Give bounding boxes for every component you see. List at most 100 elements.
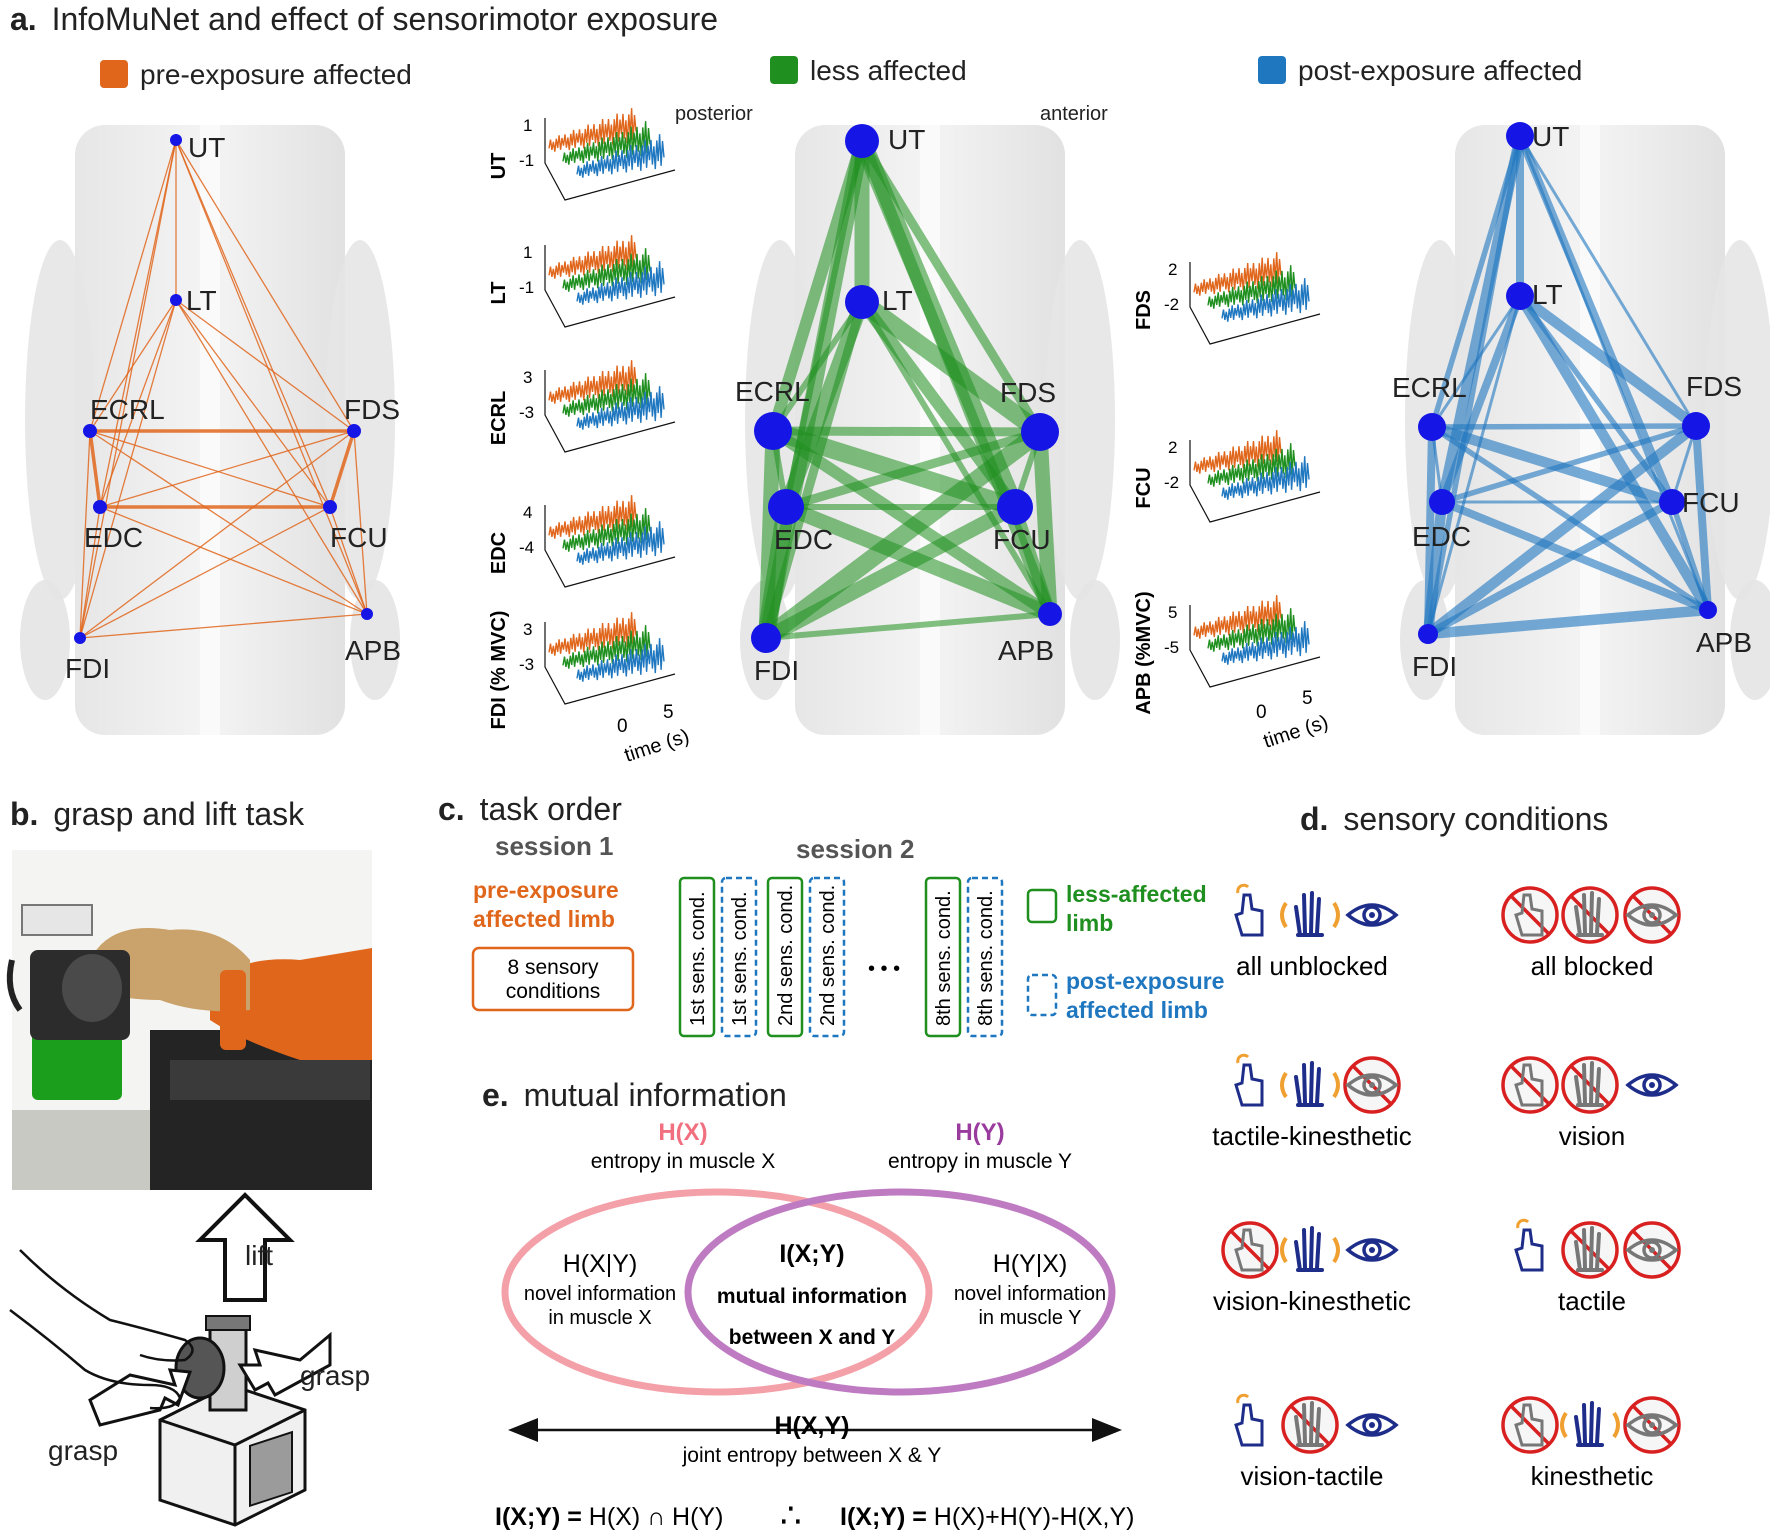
- edge-FDS-FDI: [757, 423, 1049, 647]
- node-label-APB: APB: [345, 635, 401, 666]
- signal-tick-top: 1: [523, 243, 532, 262]
- kinesthetic-blocked-icon: [1561, 886, 1619, 944]
- edge-UT-APB: [1518, 134, 1710, 612]
- edge-LT-FCU: [175, 299, 331, 508]
- edge-EDC-FDI: [1422, 496, 1448, 640]
- condition-label-3: vision: [1559, 1121, 1625, 1151]
- joint-entropy-arrow: [508, 1418, 1122, 1442]
- signal-plot-right-2: APB (%MVC)5-5: [1133, 591, 1321, 715]
- hand-right: [1730, 580, 1770, 700]
- hand-glyph: [1294, 891, 1324, 937]
- ellipsis: • • •: [868, 958, 900, 980]
- condition-box-label-3: 2nd sens. cond.: [817, 885, 839, 1026]
- node-APB: [361, 608, 373, 620]
- motion-arc-left: [1280, 1071, 1288, 1099]
- signal-trace: [1193, 430, 1282, 474]
- signal-trace: [576, 134, 665, 178]
- node-ECRL: [83, 424, 97, 438]
- signal-trace: [562, 508, 651, 552]
- signal-muscle-label: FDS: [1133, 290, 1155, 330]
- signal-trace: [562, 373, 651, 417]
- eye-center: [1649, 1247, 1655, 1253]
- edge-LT-FDI: [1426, 294, 1522, 636]
- condition-box-label-0: 1st sens. cond.: [687, 891, 709, 1026]
- novel-y-2: in muscle Y: [978, 1307, 1081, 1329]
- edge-FDI-APB: [79, 613, 368, 639]
- edge-FDS-EDC: [1439, 423, 1699, 505]
- node-UT: [1506, 122, 1534, 150]
- session-2-label: session 2: [796, 834, 915, 864]
- panel-c-letter: c.: [438, 791, 465, 827]
- node-FDS: [347, 424, 361, 438]
- eye-outline: [1345, 903, 1399, 927]
- eye-center: [1369, 1082, 1375, 1088]
- svg-text:c. task order: c. task order: [438, 791, 622, 827]
- condition-box-label-1: 1st sens. cond.: [729, 891, 751, 1026]
- eye-pupil: [1362, 1240, 1382, 1260]
- eye-outline: [1625, 1238, 1679, 1262]
- signal-tick-top: 5: [1168, 603, 1177, 622]
- signal-muscle-label: UT: [488, 153, 510, 180]
- sensory-conditions-box: [471, 946, 635, 1012]
- touch-blocked-icon: [1221, 1221, 1279, 1279]
- touch-icon: [1234, 1053, 1264, 1107]
- hand-glyph: [1234, 893, 1264, 937]
- kinesthetic-icon: [1280, 1226, 1340, 1272]
- motion-arc-left: [1280, 901, 1288, 929]
- signal-trace: [562, 121, 651, 165]
- eye-center: [1649, 1082, 1655, 1088]
- condition-box-label-2: 2nd sens. cond.: [775, 885, 797, 1026]
- hand-glyph: [1514, 1403, 1544, 1447]
- node-FCU: [997, 489, 1033, 525]
- hand-left: [20, 580, 70, 700]
- edge-FDS-APB: [1692, 422, 1712, 614]
- time-tick-5: 5: [1302, 688, 1313, 709]
- signal-tick-bottom: -1: [519, 278, 534, 297]
- svg-text:d. sensory conditions: d. sensory conditions: [1300, 801, 1608, 837]
- signal-trace: [1221, 278, 1310, 322]
- touch-icon: [1234, 883, 1264, 937]
- signal-tick-bottom: -4: [519, 538, 534, 557]
- signal-trace: [576, 638, 665, 682]
- edge-UT-APB: [175, 139, 368, 615]
- motion-arc-right: [1332, 901, 1340, 929]
- condition-label-2: tactile-kinesthetic: [1212, 1121, 1411, 1151]
- panel-a-title: InfoMuNet and effect of sensorimotor exp…: [52, 1, 718, 37]
- edge-FDS-FCU: [328, 429, 356, 509]
- novel-y-1: novel information: [954, 1283, 1106, 1305]
- edge-FCU-FDI: [79, 506, 331, 639]
- node-label-APB: APB: [1696, 627, 1752, 658]
- hand-glyph: [1234, 1403, 1264, 1447]
- venn-circle-y: [684, 1188, 1116, 1396]
- signal-muscle-label: FCU: [1133, 467, 1155, 508]
- touch-blocked-icon: [1501, 1396, 1559, 1454]
- edge-EDC-FDI: [757, 498, 795, 647]
- edge-ECRL-FCU: [764, 422, 1024, 516]
- node-label-UT: UT: [888, 124, 925, 155]
- edge-FDI-APB: [1422, 604, 1714, 640]
- node-label-FDS: FDS: [344, 394, 400, 425]
- edge-LT-APB: [175, 299, 368, 615]
- eye-blocked-icon: [1623, 1396, 1681, 1454]
- condition-6: vision-tactile: [1234, 1393, 1399, 1491]
- arm-left: [25, 240, 95, 600]
- node-ECRL: [1418, 413, 1446, 441]
- motion-arc-right: [1612, 1411, 1620, 1439]
- signal-axes: [544, 370, 676, 453]
- signal-tick-top: 4: [523, 503, 532, 522]
- box-label-2: conditions: [506, 980, 601, 1003]
- panel-c-title: task order: [480, 791, 623, 827]
- post-exposure-label-1: post-exposure: [1066, 968, 1224, 994]
- edge-FCU-APB: [1669, 499, 1711, 613]
- node-label-ECRL: ECRL: [1392, 372, 1467, 403]
- edge-ECRL-FCU: [89, 430, 331, 508]
- eye-blocked-icon: [1623, 886, 1681, 944]
- less-affected-swatch: [1026, 888, 1058, 924]
